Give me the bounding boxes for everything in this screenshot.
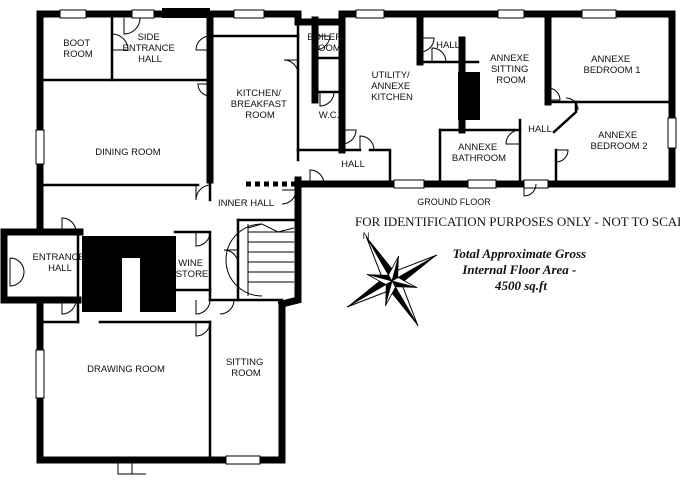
floor-label: GROUND FLOOR bbox=[417, 197, 491, 207]
room-boiler-room: BOILER ROOM bbox=[307, 32, 345, 54]
room-dining-room: DINING ROOM bbox=[95, 147, 161, 158]
room-annexe-hall: HALL bbox=[528, 124, 552, 135]
internal-walls bbox=[0, 10, 674, 462]
room-hall-small: HALL bbox=[341, 159, 365, 170]
room-annexe-bedroom1: ANNEXE BEDROOM 1 bbox=[583, 54, 640, 76]
staircase bbox=[225, 223, 295, 297]
room-annexe-bathroom: ANNEXE BATHROOM bbox=[452, 142, 506, 164]
room-labels: BOOT ROOM SIDE ENTRANCE HALL BOILER ROOM… bbox=[33, 32, 648, 379]
masonry bbox=[82, 8, 480, 312]
room-utility: UTILITY/ ANNEXE KITCHEN bbox=[371, 70, 413, 103]
room-sitting-room: SITTING ROOM bbox=[226, 357, 266, 379]
room-wc: W.C. bbox=[319, 110, 340, 121]
room-drawing-room: DRAWING ROOM bbox=[87, 364, 165, 375]
scale-notice: FOR IDENTIFICATION PURPOSES ONLY - NOT T… bbox=[355, 214, 680, 229]
room-annexe-sitting: ANNEXE SITTING ROOM bbox=[490, 53, 532, 86]
room-side-entrance-hall: SIDE ENTRANCE HALL bbox=[123, 32, 178, 65]
compass-rose-icon bbox=[346, 235, 438, 327]
doors bbox=[9, 17, 579, 475]
floor-area: Total Approximate Gross Internal Floor A… bbox=[453, 246, 590, 293]
room-annexe-bedroom2: ANNEXE BEDROOM 2 bbox=[590, 130, 647, 152]
compass-north-label: N bbox=[363, 231, 370, 242]
room-boot-room: BOOT ROOM bbox=[63, 38, 93, 60]
room-kitchen: KITCHEN/ BREAKFAST ROOM bbox=[231, 88, 289, 121]
room-annexe-hall-top: HALL bbox=[436, 40, 460, 51]
room-wine-store: WINE STORE bbox=[176, 258, 209, 280]
room-inner-hall: INNER HALL bbox=[218, 198, 274, 209]
room-entrance-hall: ENTRANCE HALL bbox=[33, 252, 88, 274]
